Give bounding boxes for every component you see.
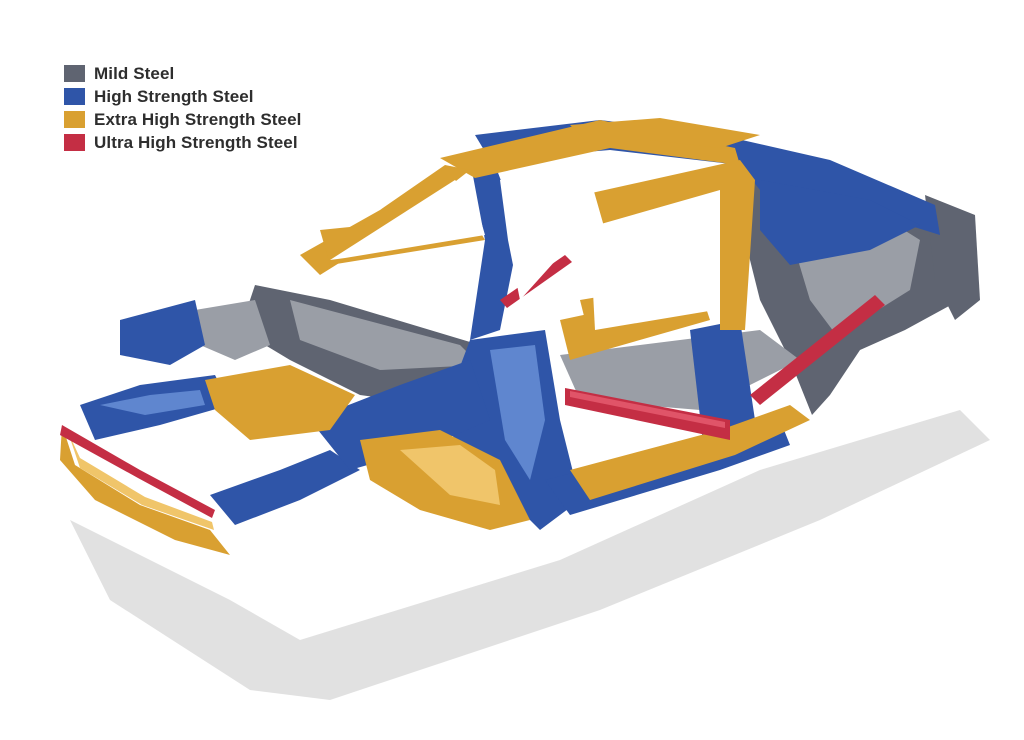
front-bumper-beam-highlight — [68, 432, 214, 530]
front-suspension-mount — [120, 300, 205, 365]
b-pillar-yellow — [560, 160, 755, 330]
front-door-opening — [500, 160, 605, 300]
legend-swatch-ultra-high-strength-steel — [64, 134, 85, 151]
rear-end-crossmember — [925, 195, 980, 320]
extra-high-strength-steel-structure — [60, 118, 810, 555]
legend-swatch-high-strength-steel — [64, 88, 85, 105]
roof-bow-rear — [570, 118, 760, 148]
ground-shadow — [70, 410, 990, 700]
legend-item-ultra-high-strength-steel: Ultra High Strength Steel — [64, 131, 301, 154]
rear-quarter-blue — [760, 180, 920, 265]
front-rail-left — [210, 450, 360, 525]
legend-label-high-strength-steel: High Strength Steel — [94, 86, 254, 106]
front-hinge-pillar-highlight — [490, 345, 545, 480]
front-rail-right-highlight — [100, 390, 205, 415]
legend-label-ultra-high-strength-steel: Ultra High Strength Steel — [94, 132, 298, 152]
door-intrusion-beam-front-highlight — [570, 391, 725, 428]
bumper-top-stripe — [60, 425, 215, 518]
material-legend: Mild Steel High Strength Steel Extra Hig… — [64, 62, 301, 154]
rocker-yellow — [570, 405, 810, 500]
inner-wheelhouse-highlight — [400, 445, 500, 505]
windshield-opening — [330, 180, 485, 260]
legend-item-mild-steel: Mild Steel — [64, 62, 301, 85]
legend-item-extra-high-strength-steel: Extra High Strength Steel — [64, 108, 301, 131]
legend-swatch-extra-high-strength-steel — [64, 111, 85, 128]
window-openings — [330, 160, 715, 330]
front-strut-tower — [195, 300, 270, 360]
front-fender-apron — [310, 360, 490, 470]
legend-item-high-strength-steel: High Strength Steel — [64, 85, 301, 108]
dash-panel-highlight — [290, 300, 480, 370]
legend-label-mild-steel: Mild Steel — [94, 63, 175, 83]
front-bumper-beam — [60, 425, 230, 555]
legend-swatch-mild-steel — [64, 65, 85, 82]
front-side-member-yellow — [205, 365, 355, 440]
rear-door-opening — [590, 200, 715, 330]
legend-label-extra-high-strength-steel: Extra High Strength Steel — [94, 109, 302, 129]
door-intrusion-beam-rear — [750, 295, 885, 405]
